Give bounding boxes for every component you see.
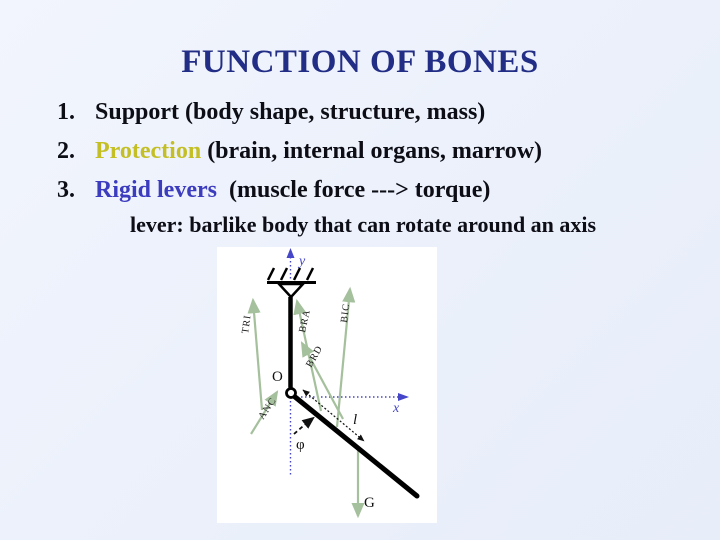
tri-force-arrow [247, 297, 264, 411]
tri-label: TRI [240, 314, 254, 334]
item-text: (muscle force ---> torque) [216, 177, 491, 203]
anc-label: ANC [256, 396, 279, 422]
item-number: 1. [57, 99, 75, 125]
fixed-support-icon [266, 267, 316, 299]
item-text: Support (body shape, structure, mass) [95, 99, 486, 125]
lever-diagram-svg: y x TRI ANC BRA BRD BIC [240, 248, 420, 519]
item-number: 3. [57, 177, 75, 203]
list-item-rigid-levers: 3. Rigid levers (muscle force ---> torqu… [57, 171, 697, 210]
gravity-label: G [364, 495, 375, 511]
list-item-protection: 2. Protection (brain, internal organs, m… [57, 132, 697, 171]
item-highlight: Rigid levers [95, 177, 217, 203]
item-highlight: Protection [95, 138, 202, 164]
slide-title: FUNCTION OF BONES [181, 44, 539, 80]
x-axis-arrowhead-icon [398, 393, 409, 401]
x-axis-label: x [392, 401, 400, 416]
item-number: 2. [57, 138, 75, 164]
lever-length-dimension [302, 389, 365, 442]
bra-label: BRA [297, 308, 313, 333]
pivot-circle [285, 387, 297, 399]
y-axis-label: y [297, 254, 306, 269]
lever-diagram: y x TRI ANC BRA BRD BIC [217, 247, 437, 523]
angle-arc-arrow [293, 416, 315, 435]
item-text: (brain, internal organs, marrow) [201, 138, 543, 164]
function-list: 1. Support (body shape, structure, mass)… [57, 93, 697, 210]
lever-length-label: l [353, 412, 357, 428]
y-axis-arrowhead-icon [286, 248, 295, 258]
anc-force-arrow [250, 390, 279, 435]
angle-label: φ [296, 437, 305, 453]
lever-definition-text: lever: barlike body that can rotate arou… [130, 212, 597, 237]
list-item-support: 1. Support (body shape, structure, mass) [57, 93, 697, 132]
bic-label: BIC [339, 302, 352, 323]
origin-label: O [272, 369, 283, 385]
